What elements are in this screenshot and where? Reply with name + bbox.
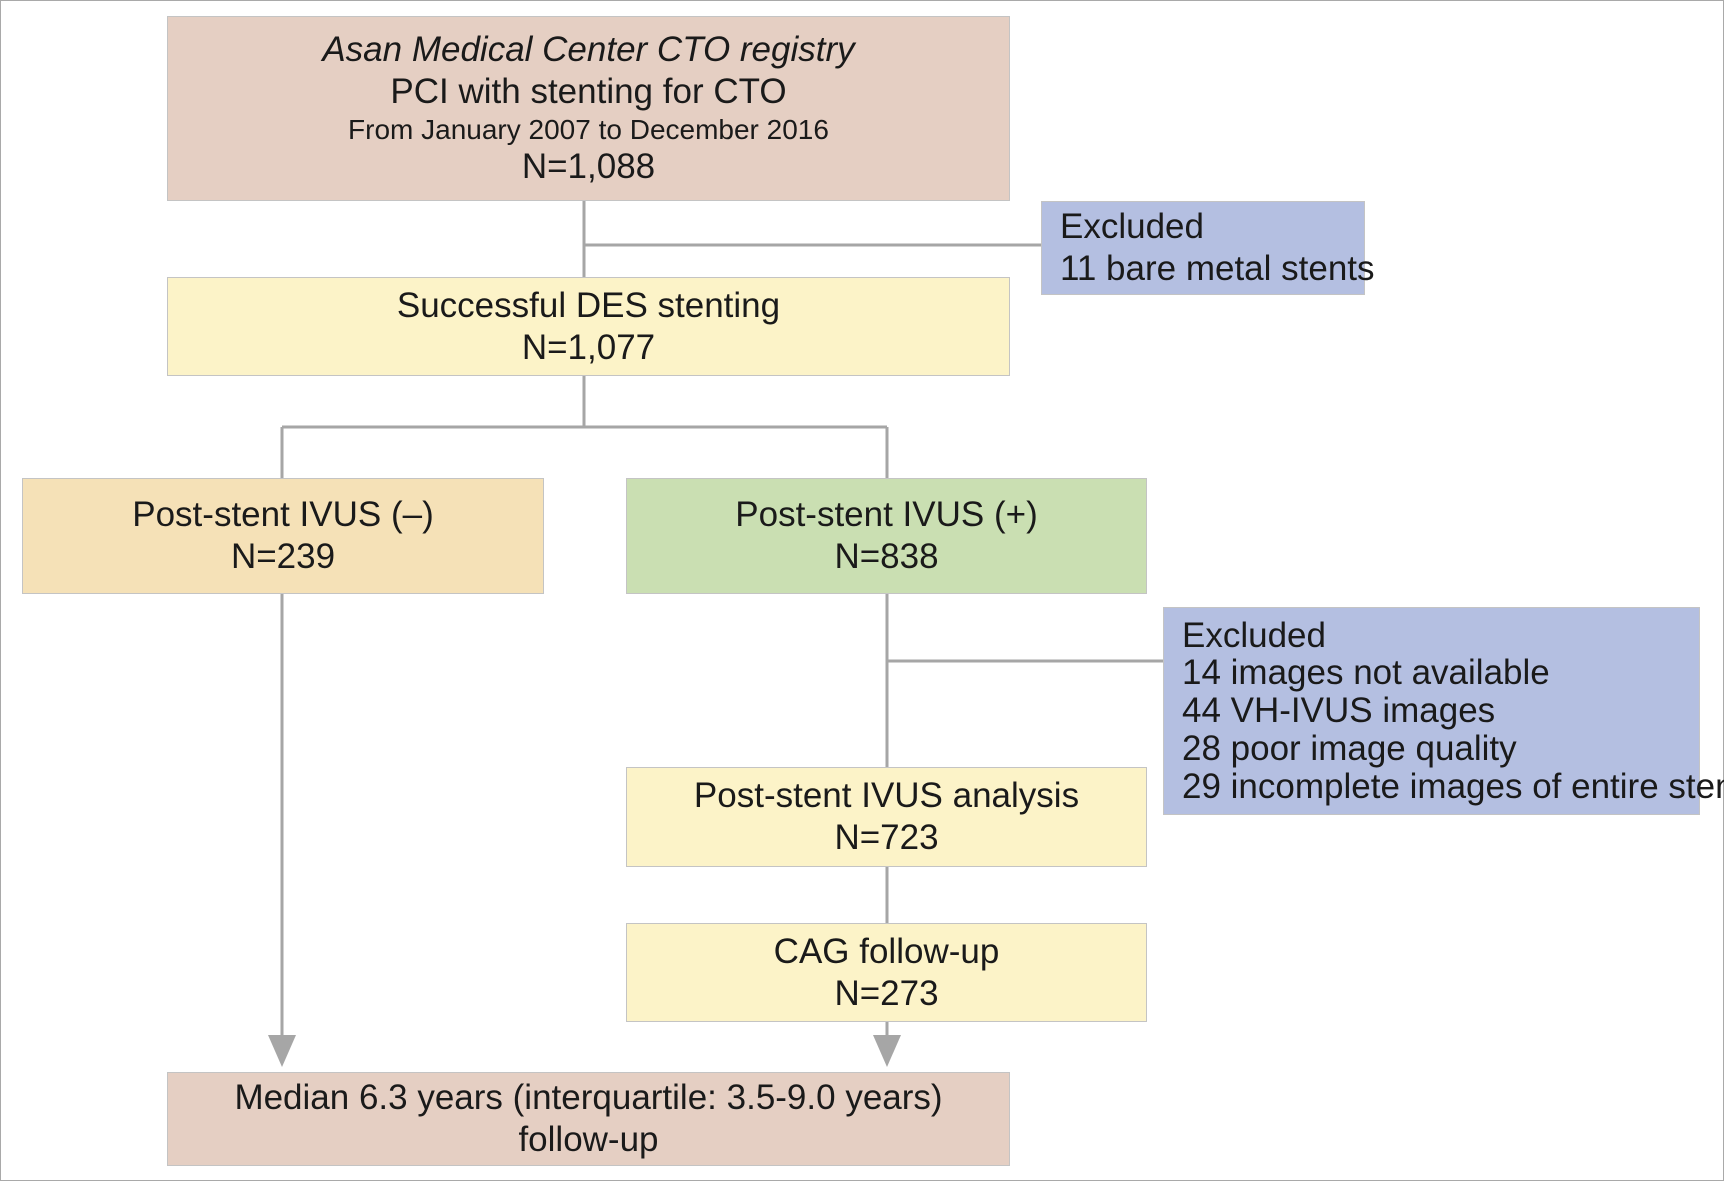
cag-arrowhead	[873, 1035, 901, 1067]
registry-name: Asan Medical Center CTO registry	[322, 29, 855, 69]
ivus-negative-arrowhead	[268, 1035, 296, 1067]
median-followup-duration: Median 6.3 years (interquartile: 3.5-9.0…	[234, 1078, 943, 1117]
registry-period: From January 2007 to December 2016	[348, 113, 829, 145]
registry-count: N=1,088	[521, 147, 656, 187]
ivus-analysis-count: N=723	[834, 818, 939, 857]
excluded-2-box: Excluded 14 images not available 44 VH-I…	[1163, 607, 1724, 815]
ivus-positive-label: Post-stent IVUS (+)	[735, 495, 1038, 534]
excluded-2-item: 44 VH-IVUS images	[1182, 691, 1496, 731]
registry-box: Asan Medical Center CTO registry PCI wit…	[167, 16, 1010, 201]
ivus-positive-count: N=838	[834, 537, 939, 576]
ivus-analysis-box: Post-stent IVUS analysis N=723	[626, 767, 1147, 867]
des-stenting-label: Successful DES stenting	[396, 285, 781, 325]
excluded-1-item: 11 bare metal stents	[1060, 249, 1375, 288]
cag-followup-box: CAG follow-up N=273	[626, 923, 1147, 1022]
cag-followup-count: N=273	[834, 973, 939, 1013]
excluded-2-item: 29 incomplete images of entire stent	[1182, 766, 1724, 806]
registry-procedure: PCI with stenting for CTO	[390, 71, 787, 111]
ivus-positive-box: Post-stent IVUS (+) N=838	[626, 478, 1147, 594]
excluded-1-title: Excluded	[1060, 207, 1204, 246]
excluded-1-box: Excluded 11 bare metal stents	[1041, 201, 1375, 295]
ivus-negative-label: Post-stent IVUS (–)	[132, 495, 434, 534]
ivus-negative-count: N=239	[230, 537, 336, 576]
ivus-analysis-label: Post-stent IVUS analysis	[693, 776, 1080, 815]
excluded-2-title: Excluded	[1182, 615, 1326, 655]
des-stenting-count: N=1,077	[521, 327, 656, 367]
median-followup-box: Median 6.3 years (interquartile: 3.5-9.0…	[167, 1072, 1010, 1166]
median-followup-label: follow-up	[518, 1120, 659, 1159]
ivus-negative-box: Post-stent IVUS (–) N=239	[22, 478, 544, 594]
cag-followup-label: CAG follow-up	[773, 931, 1000, 971]
excluded-2-item: 14 images not available	[1182, 653, 1550, 693]
excluded-2-item: 28 poor image quality	[1182, 728, 1517, 768]
des-stenting-box: Successful DES stenting N=1,077	[167, 277, 1010, 376]
